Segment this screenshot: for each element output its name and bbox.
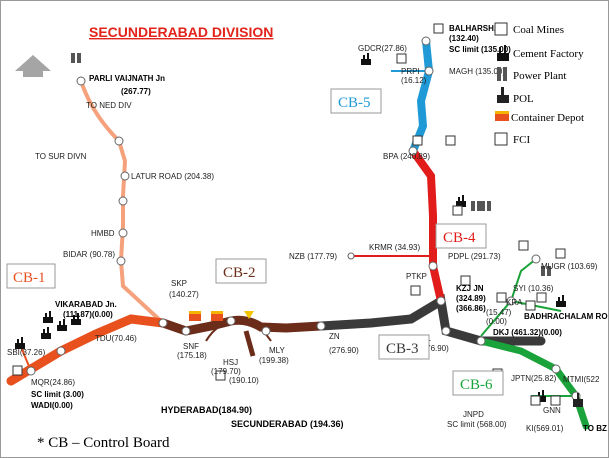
- label-gdcr: GDCR(27.86): [358, 44, 407, 53]
- north-arrow-icon: [15, 55, 51, 77]
- label-zn: ZN: [329, 332, 340, 341]
- footnote: * CB – Control Board: [37, 435, 170, 451]
- label-dkj: DKJ (461.32)(0.00): [493, 328, 562, 337]
- cb3-box: CB-3: [378, 334, 430, 360]
- cb6-box: CB-6: [452, 370, 504, 396]
- label-mugr: MUGR (103.69): [541, 262, 598, 271]
- cb1-line: [6, 314, 168, 386]
- label-gnn: GNN: [543, 406, 561, 415]
- label-latur: LATUR ROAD (204.38): [131, 172, 214, 181]
- label-prpi-km: (16.12): [401, 76, 427, 85]
- cb2-box: CB-2: [215, 258, 267, 284]
- cb5-label: CB-5: [338, 95, 371, 111]
- hsj-marker-icon: [244, 311, 254, 319]
- syi-branch: [510, 300, 562, 312]
- legend-coal-mines: Coal Mines: [513, 24, 564, 36]
- label-parli: PARLI VAIJNATH Jn: [89, 74, 165, 83]
- label-sbi: SBI(37.26): [7, 348, 46, 357]
- cb5-line: [409, 37, 434, 155]
- label-magh: MAGH (135.00): [449, 67, 505, 76]
- label-bidar: BIDAR (90.78): [63, 250, 115, 259]
- label-vikarabad: VIKARABAD Jn.: [55, 300, 117, 309]
- map-title: SECUNDERABAD DIVISION: [89, 24, 273, 40]
- label-balharsha: BALHARSHA: [449, 24, 500, 33]
- label-hmbd: HMBD: [91, 229, 115, 238]
- label-parli-km: (267.77): [121, 87, 151, 96]
- label-wadi: WADI(0.00): [31, 401, 73, 410]
- cb4-box: CB-4: [435, 223, 487, 249]
- label-sc-limit-south: SC limit (568.00): [447, 420, 507, 429]
- label-skp: SKP: [171, 279, 187, 288]
- container-depot-icon: [189, 311, 223, 321]
- cb3-label: CB-3: [386, 341, 419, 357]
- label-hsj-km2: (190.10): [229, 376, 259, 385]
- label-snf-km: (175.18): [177, 351, 207, 360]
- label-ptkp: PTKP: [406, 272, 427, 281]
- label-to-bz: TO BZ: [583, 424, 607, 433]
- legend-fci: FCI: [513, 134, 530, 146]
- legend: Coal Mines Cement Factory Power Plant PO…: [494, 22, 584, 146]
- label-kzj-km1: (324.89): [456, 294, 486, 303]
- label-pdpl: PDPL (291.73): [448, 252, 501, 261]
- cement-factory-icon: [497, 45, 509, 61]
- label-secunderabad: SECUNDERABAD (194.36): [231, 419, 344, 429]
- label-mly-km: (199.38): [259, 356, 289, 365]
- label-jnpd: JNPD: [463, 410, 484, 419]
- label-wl-km: (376.90): [419, 344, 449, 353]
- label-snf: SNF: [183, 342, 199, 351]
- label-to-sur: TO SUR DIVN: [35, 152, 87, 161]
- cb6-label: CB-6: [460, 377, 493, 393]
- legend-container-depot: Container Depot: [511, 112, 584, 124]
- hyderabad-spur: [243, 330, 256, 357]
- label-mtmi: MTMI(522: [563, 375, 600, 384]
- legend-power-plant: Power Plant: [513, 70, 566, 82]
- badhrachalam-branch: [480, 258, 537, 337]
- cb1-box: CB-1: [6, 263, 56, 289]
- label-krmr: KRMR (34.93): [369, 243, 420, 252]
- legend-pol: POL: [513, 93, 534, 105]
- container-depot-icon: [495, 111, 509, 121]
- coal-mine-icon: [494, 22, 508, 36]
- fci-icon: [494, 132, 508, 146]
- label-to-ned: TO NED DIV: [86, 101, 132, 110]
- label-kzj-km2: (366.86): [456, 304, 486, 313]
- pol-icon: [497, 87, 509, 103]
- station-markers: [26, 36, 581, 401]
- label-ki: KI(569.01): [526, 424, 564, 433]
- label-vikarabad-km: (111.87)(0.00): [63, 310, 113, 319]
- label-kra: KRA: [506, 298, 523, 307]
- label-balharsha-km: (132.40): [449, 34, 479, 43]
- power-plant-icon: [497, 67, 507, 81]
- label-kra-km1: (15.47): [486, 308, 512, 317]
- label-mly: MLY: [269, 346, 286, 355]
- cb2-label: CB-2: [223, 265, 256, 281]
- label-mqr: MQR(24.86): [31, 378, 75, 387]
- label-prpi: PRPI: [401, 67, 420, 76]
- label-sc-limit-north: SC limit (135.00): [449, 45, 511, 54]
- label-tdu: TDU(70.46): [95, 334, 137, 343]
- legend-cement-factory: Cement Factory: [513, 48, 584, 60]
- label-bpa: BPA (240.89): [383, 152, 430, 161]
- pol-icon: [573, 393, 583, 407]
- coal-mine-icon: [396, 23, 566, 406]
- label-hsj-km1: (179.70): [211, 367, 241, 376]
- label-badhrachalam: BADHRACHALAM RO: [524, 312, 608, 321]
- cb5-box: CB-5: [330, 88, 382, 114]
- cb1-label: CB-1: [13, 270, 46, 286]
- label-sc-limit-west: SC limit (3.00): [31, 390, 84, 399]
- label-hyderabad: HYDERABAD(184.90): [161, 405, 252, 415]
- label-nzb: NZB (177.79): [289, 252, 337, 261]
- cb4-line: [409, 147, 445, 305]
- label-skp-km: (140.27): [169, 290, 199, 299]
- label-hsj: HSJ: [223, 358, 238, 367]
- label-syi: SYI (10.36): [513, 284, 554, 293]
- cb4-label: CB-4: [443, 230, 476, 246]
- label-zn-km: (276.90): [329, 346, 359, 355]
- label-jptn: JPTN(25.82): [511, 374, 557, 383]
- label-kzj: KZJ JN: [456, 284, 484, 293]
- power-plant-icon: [71, 53, 551, 276]
- label-kra-km2: (0.00): [486, 317, 507, 326]
